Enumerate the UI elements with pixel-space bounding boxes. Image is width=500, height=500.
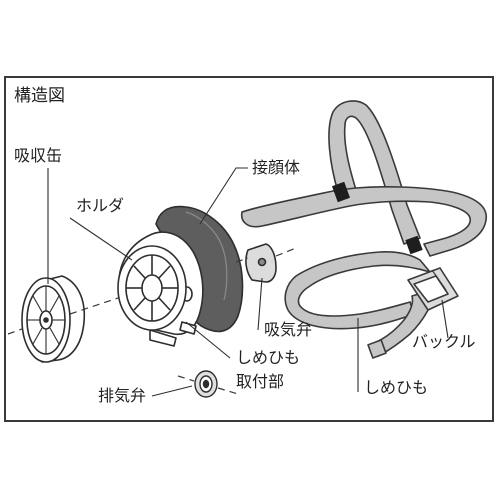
label-canister: 吸収缶 <box>14 146 63 165</box>
exhalation-valve-graphic <box>194 370 218 398</box>
leader-strap-mount <box>185 321 231 359</box>
leader-buckle <box>441 299 449 339</box>
label-holder: ホルダ <box>76 196 125 215</box>
figure-title: 構造図 <box>14 86 65 106</box>
label-exhalation-valve: 排気弁 <box>98 386 147 405</box>
leader-holder <box>69 217 133 261</box>
label-buckle: バックル <box>412 332 476 351</box>
leader-lines <box>47 167 449 397</box>
buckle-graphic <box>407 267 459 311</box>
leader-exhalation-valve <box>151 385 193 397</box>
label-inhalation-valve: 吸気弁 <box>264 320 313 339</box>
inhalation-valve-graphic <box>245 243 277 283</box>
label-facepiece: 接顔体 <box>252 158 301 177</box>
label-strap: しめひも <box>364 378 429 397</box>
strap-clips <box>331 181 423 255</box>
label-strap-mount-line1: しめひも <box>236 348 301 367</box>
canister-graphic <box>21 275 86 363</box>
holder-ring <box>117 245 187 331</box>
leader-inhalation-valve <box>257 277 263 331</box>
leader-facepiece <box>199 167 248 225</box>
label-strap-mount-line2: 取付部 <box>236 372 285 391</box>
assembly-axis <box>7 247 297 395</box>
